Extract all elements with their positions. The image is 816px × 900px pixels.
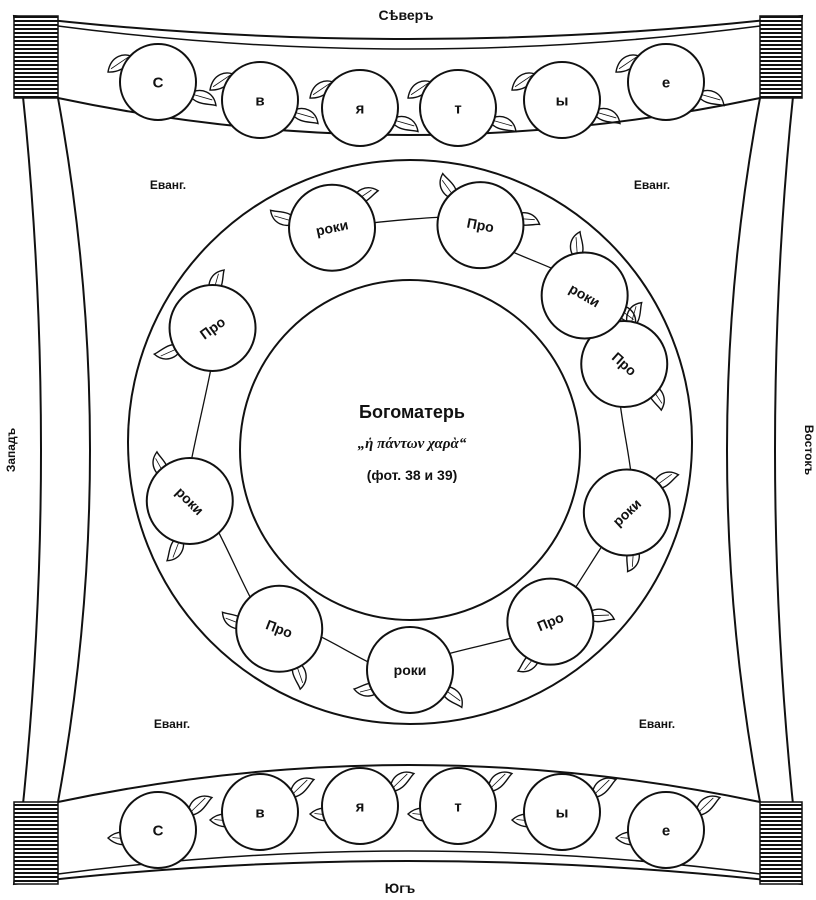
east-border (727, 98, 760, 802)
south-medallion: е (628, 792, 704, 868)
ring-medallion: Про (236, 586, 322, 672)
south-medallion: С (120, 792, 196, 868)
south-medallion: я (322, 768, 398, 844)
corner-block-se (760, 802, 802, 884)
south-medallion: в (222, 774, 298, 850)
ring-medallion: Про (437, 182, 523, 268)
evangelist-label-nw: Еванг. (150, 178, 186, 192)
corner-block-sw (14, 802, 58, 884)
ring-medallion: Про (507, 579, 593, 665)
south-medallion-letter: С (153, 822, 164, 839)
corner-block-ne (760, 16, 802, 98)
south-medallion: т (420, 768, 496, 844)
evangelist-label-se: Еванг. (639, 717, 675, 731)
north-medallion: е (628, 44, 704, 120)
north-medallion: в (222, 62, 298, 138)
north-label: Сѣверъ (379, 7, 434, 23)
north-medallion-letter: т (454, 100, 461, 117)
center-reference: (фот. 38 и 39) (367, 467, 458, 483)
ring-medallion: роки (289, 185, 375, 271)
north-medallion: ы (524, 62, 600, 138)
corner-block-nw (14, 16, 58, 98)
north-medallion-letter: я (356, 100, 365, 117)
south-label: Югъ (385, 880, 415, 896)
north-medallion-letter: ы (556, 92, 569, 109)
north-medallion-letter: е (662, 74, 670, 91)
south-medallion-letter: е (662, 822, 670, 839)
center-title: Богоматерь (359, 402, 465, 422)
ring-medallion: Про (170, 285, 256, 371)
south-medallion-letter: т (454, 798, 461, 815)
north-medallion: т (420, 70, 496, 146)
north-medallion: С (120, 44, 196, 120)
south-medallion-letter: в (255, 804, 264, 821)
north-medallion-letter: в (255, 92, 264, 109)
south-medallion-letter: ы (556, 804, 569, 821)
ring-medallion: роки (584, 469, 670, 555)
ring-medallion: роки (147, 458, 233, 544)
evangelist-label-sw: Еванг. (154, 717, 190, 731)
center-inscription: „ἡ πάντων χαρὰ“ (358, 436, 467, 452)
ring-medallion: роки (367, 627, 453, 713)
ring-medallion-label: роки (394, 662, 427, 678)
north-medallion: я (322, 70, 398, 146)
north-medallion-letter: С (153, 74, 164, 91)
ring-medallion: роки (542, 252, 628, 338)
east-label: Востокъ (802, 425, 816, 476)
west-border (58, 98, 90, 802)
south-medallion: ы (524, 774, 600, 850)
south-medallion-letter: я (356, 798, 365, 815)
evangelist-label-ne: Еванг. (634, 178, 670, 192)
west-label: Западъ (4, 428, 18, 473)
